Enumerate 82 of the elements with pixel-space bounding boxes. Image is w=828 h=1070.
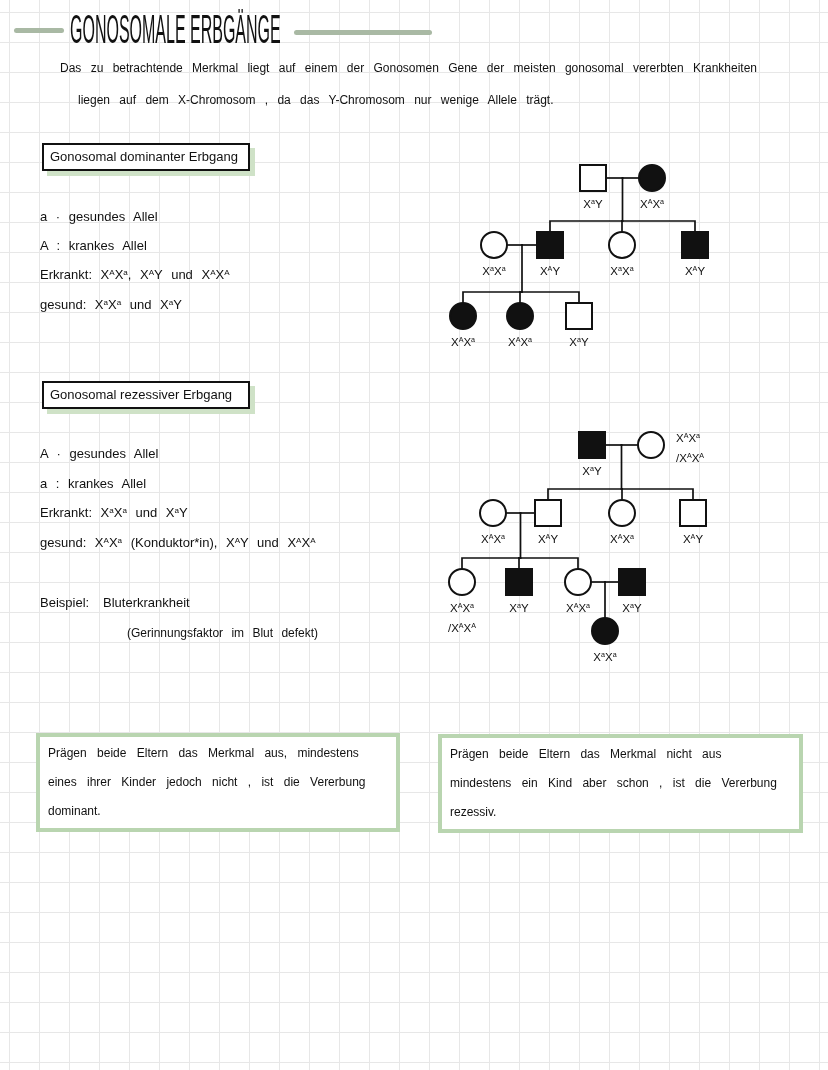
genotype-label: X$^{A}$X$^{a}$ bbox=[450, 335, 476, 350]
mating-line bbox=[506, 512, 522, 514]
genotype-list: Erkrankt: X$^{A}$X$^{a}$, X$^{A}$Y und X$^{A}$X$^{A}$ bbox=[40, 265, 230, 285]
affected-male-symbol bbox=[681, 231, 709, 259]
page-title: GONOSOMALE ERBGÄNGE bbox=[70, 7, 281, 51]
genotype-label: X$^{A}$X$^{a}$ bbox=[639, 197, 665, 212]
mating-line bbox=[621, 177, 639, 179]
allele-definition: A : krankes Allel bbox=[40, 237, 147, 255]
genotype-label: X$^{A}$X$^{a}$ bbox=[609, 532, 635, 547]
descent-line bbox=[518, 557, 520, 569]
mating-line bbox=[521, 244, 537, 246]
genotype-label: X$^{a}$X$^{a}$ bbox=[593, 650, 617, 665]
healthy-female-symbol bbox=[608, 231, 636, 259]
healthy-male-symbol bbox=[579, 164, 607, 192]
genotype-label: X$^{A}$Y bbox=[539, 264, 561, 279]
descent-line bbox=[521, 244, 523, 293]
genotype-list: Erkrankt: X$^{a}$X$^{a}$ und X$^{a}$Y bbox=[40, 503, 188, 523]
genotype-label: X$^{A}$Y bbox=[684, 264, 706, 279]
genotype-label: X$^{a}$X$^{a}$ bbox=[610, 264, 634, 279]
descent-line bbox=[547, 488, 623, 500]
descent-line bbox=[519, 557, 579, 569]
descent-line bbox=[621, 220, 623, 232]
mating-line bbox=[605, 444, 623, 446]
genotype-label: X$^{a}$Y bbox=[583, 197, 603, 212]
genotype-label: X$^{a}$Y bbox=[509, 601, 529, 616]
healthy-male-symbol bbox=[679, 499, 707, 527]
healthy-female-symbol bbox=[480, 231, 508, 259]
descent-line bbox=[519, 512, 522, 559]
genotype-list: gesund: X$^{A}$X$^{a}$ (Konduktor*in), X$^{A}$Y und X$^{A}$X$^{A}$ bbox=[40, 533, 316, 553]
mating-line bbox=[591, 581, 606, 583]
genotype-label: X$^{A}$X$^{a}$ bbox=[565, 601, 591, 616]
descent-line bbox=[462, 291, 521, 303]
healthy-female-symbol bbox=[448, 568, 476, 596]
genotype-label: X$^{A}$X$^{a}$ bbox=[480, 532, 506, 547]
genotype-list: gesund: X$^{a}$X$^{a}$ und X$^{a}$Y bbox=[40, 295, 182, 315]
allele-definition: a · gesundes Allel bbox=[40, 208, 158, 226]
descent-line bbox=[621, 220, 696, 232]
genotype-label: X$^{A}$Y bbox=[682, 532, 704, 547]
affected-male-symbol bbox=[618, 568, 646, 596]
genotype-label: X$^{A}$X$^{a}$ /X$^{A}$X$^{A}$ bbox=[676, 431, 705, 466]
mating-line bbox=[507, 244, 523, 246]
healthy-male-symbol bbox=[565, 302, 593, 330]
allele-definition: A · gesundes Allel bbox=[40, 445, 159, 463]
affected-male-symbol bbox=[578, 431, 606, 459]
genotype-label: X$^{A}$X$^{a}$ /X$^{A}$X$^{A}$ bbox=[447, 601, 477, 636]
allele-definition: a : krankes Allel bbox=[40, 475, 147, 493]
descent-line bbox=[621, 488, 623, 500]
descent-line bbox=[549, 220, 623, 232]
descent-line bbox=[519, 291, 521, 303]
descent-line bbox=[461, 557, 520, 569]
genotype-label: X$^{a}$X$^{a}$ bbox=[482, 264, 506, 279]
descent-line bbox=[621, 488, 694, 500]
healthy-female-symbol bbox=[637, 431, 665, 459]
descent-line bbox=[604, 581, 606, 618]
affected-female-symbol bbox=[638, 164, 666, 192]
affected-male-symbol bbox=[536, 231, 564, 259]
genotype-label: X$^{A}$Y bbox=[537, 532, 559, 547]
example-label: Beispiel: bbox=[40, 594, 90, 612]
genotype-label: X$^{a}$Y bbox=[569, 335, 589, 350]
mating-line bbox=[620, 444, 638, 446]
affected-male-symbol bbox=[505, 568, 533, 596]
mating-line bbox=[519, 512, 535, 514]
genotype-label: X$^{a}$Y bbox=[622, 601, 642, 616]
note-card: Prägen beide Eltern das Merkmal nicht aus mindestens ein Kind aber schon , ist die Vererbung rezessiv. bbox=[438, 734, 803, 833]
healthy-female-symbol bbox=[608, 499, 636, 527]
affected-female-symbol bbox=[449, 302, 477, 330]
intro-paragraph: Das zu betrachtende Merkmal liegt auf einem der Gonosomen Gene der meisten gonosomal vererbten Krankheiten liegen auf dem X-Chromosom , da das Y-Chromosom nur wenige Allele trägt. bbox=[60, 60, 758, 109]
descent-line bbox=[521, 291, 580, 303]
note-card: Prägen beide Eltern das Merkmal aus, mindestens eines ihrer Kinder jedoch nicht , ist die Vererbung dominant. bbox=[36, 733, 400, 832]
affected-female-symbol bbox=[506, 302, 534, 330]
healthy-male-symbol bbox=[534, 499, 562, 527]
genotype-label: X$^{A}$X$^{a}$ bbox=[507, 335, 533, 350]
healthy-female-symbol bbox=[479, 499, 507, 527]
mating-line bbox=[604, 581, 619, 583]
mating-line bbox=[606, 177, 624, 179]
affected-female-symbol bbox=[591, 617, 619, 645]
example-text: Bluterkrankheit bbox=[103, 594, 190, 612]
healthy-female-symbol bbox=[564, 568, 592, 596]
descent-line bbox=[620, 444, 623, 490]
descent-line bbox=[621, 177, 624, 222]
genotype-label: X$^{a}$Y bbox=[582, 464, 602, 479]
example-note: (Gerinnungsfaktor im Blut defekt) bbox=[127, 625, 319, 642]
